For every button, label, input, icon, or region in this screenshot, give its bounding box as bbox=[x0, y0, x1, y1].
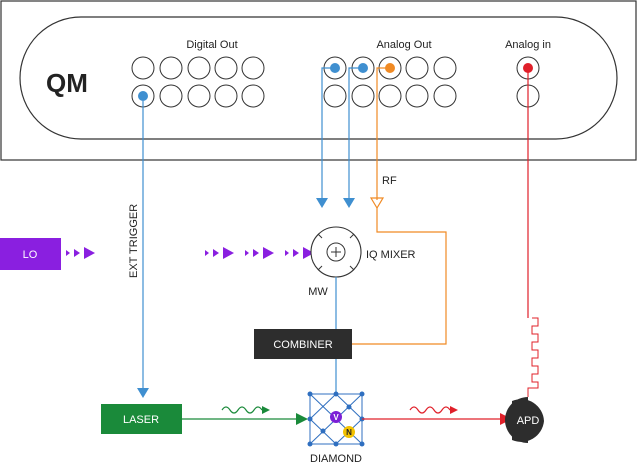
lo-label: LO bbox=[23, 249, 38, 261]
fluorescence-wave-arrowhead bbox=[450, 406, 458, 414]
fluorescence-wave bbox=[409, 406, 451, 414]
combiner-label: COMBINER bbox=[273, 339, 332, 351]
laser-wave bbox=[221, 406, 263, 414]
laser-beam-arrowhead bbox=[296, 413, 308, 425]
laser-box bbox=[101, 404, 182, 434]
digital-port[interactable] bbox=[187, 56, 211, 80]
apd-pulse-train bbox=[527, 317, 539, 397]
analog-port[interactable] bbox=[405, 84, 429, 108]
laser-label: LASER bbox=[123, 414, 159, 426]
digital-out-label: Digital Out bbox=[186, 39, 237, 51]
analog-port[interactable] bbox=[433, 84, 457, 108]
digital-port[interactable] bbox=[241, 56, 265, 80]
i-line bbox=[321, 67, 335, 200]
analog-port[interactable] bbox=[323, 84, 347, 108]
combiner-box bbox=[254, 329, 352, 359]
logo-text: QM bbox=[46, 68, 88, 98]
laser-wave-arrowhead bbox=[262, 406, 270, 414]
rf-arrowhead bbox=[369, 197, 385, 210]
diamond-label: DIAMOND bbox=[310, 453, 362, 465]
analog-out-label: Analog Out bbox=[376, 39, 431, 51]
vacancy-label: V bbox=[333, 413, 339, 422]
apd-detector-body bbox=[512, 399, 544, 442]
apd-label: APD bbox=[517, 415, 540, 427]
analog-port[interactable] bbox=[405, 56, 429, 80]
nitrogen-marker bbox=[343, 426, 355, 438]
i-arrowhead bbox=[316, 198, 328, 208]
iq-mixer-label: IQ MIXER bbox=[366, 249, 416, 261]
analog-port[interactable] bbox=[433, 56, 457, 80]
analog-out-ports bbox=[323, 56, 457, 108]
digital-port[interactable] bbox=[214, 84, 238, 108]
ext-trigger-label: EXT TRIGGER bbox=[128, 204, 140, 278]
device-panel bbox=[19, 16, 618, 140]
analog-in-label: Analog in bbox=[505, 39, 551, 51]
digital-port[interactable] bbox=[241, 84, 265, 108]
iq-mixer-icon bbox=[310, 226, 362, 278]
digital-port[interactable] bbox=[187, 84, 211, 108]
analog-port[interactable] bbox=[351, 84, 375, 108]
q-line bbox=[348, 67, 363, 200]
rf-label: RF bbox=[382, 175, 397, 187]
lo-chevrons bbox=[66, 247, 314, 259]
qm-logo-icon: QM bbox=[46, 68, 88, 98]
ext-trigger-arrowhead bbox=[137, 388, 149, 398]
nitrogen-label: N bbox=[346, 428, 352, 437]
rf-line bbox=[376, 67, 390, 200]
digital-port[interactable] bbox=[214, 56, 238, 80]
lo-box bbox=[0, 238, 61, 270]
digital-port-dot bbox=[138, 91, 148, 101]
digital-port[interactable] bbox=[159, 56, 183, 80]
analog-port[interactable] bbox=[378, 84, 402, 108]
mw-label: MW bbox=[308, 286, 328, 298]
digital-port[interactable] bbox=[159, 84, 183, 108]
digital-out-ports bbox=[131, 56, 265, 108]
digital-port[interactable] bbox=[131, 56, 155, 80]
rf-to-combiner-line bbox=[352, 208, 447, 345]
q-arrowhead bbox=[343, 198, 355, 208]
vacancy-marker bbox=[330, 411, 342, 423]
